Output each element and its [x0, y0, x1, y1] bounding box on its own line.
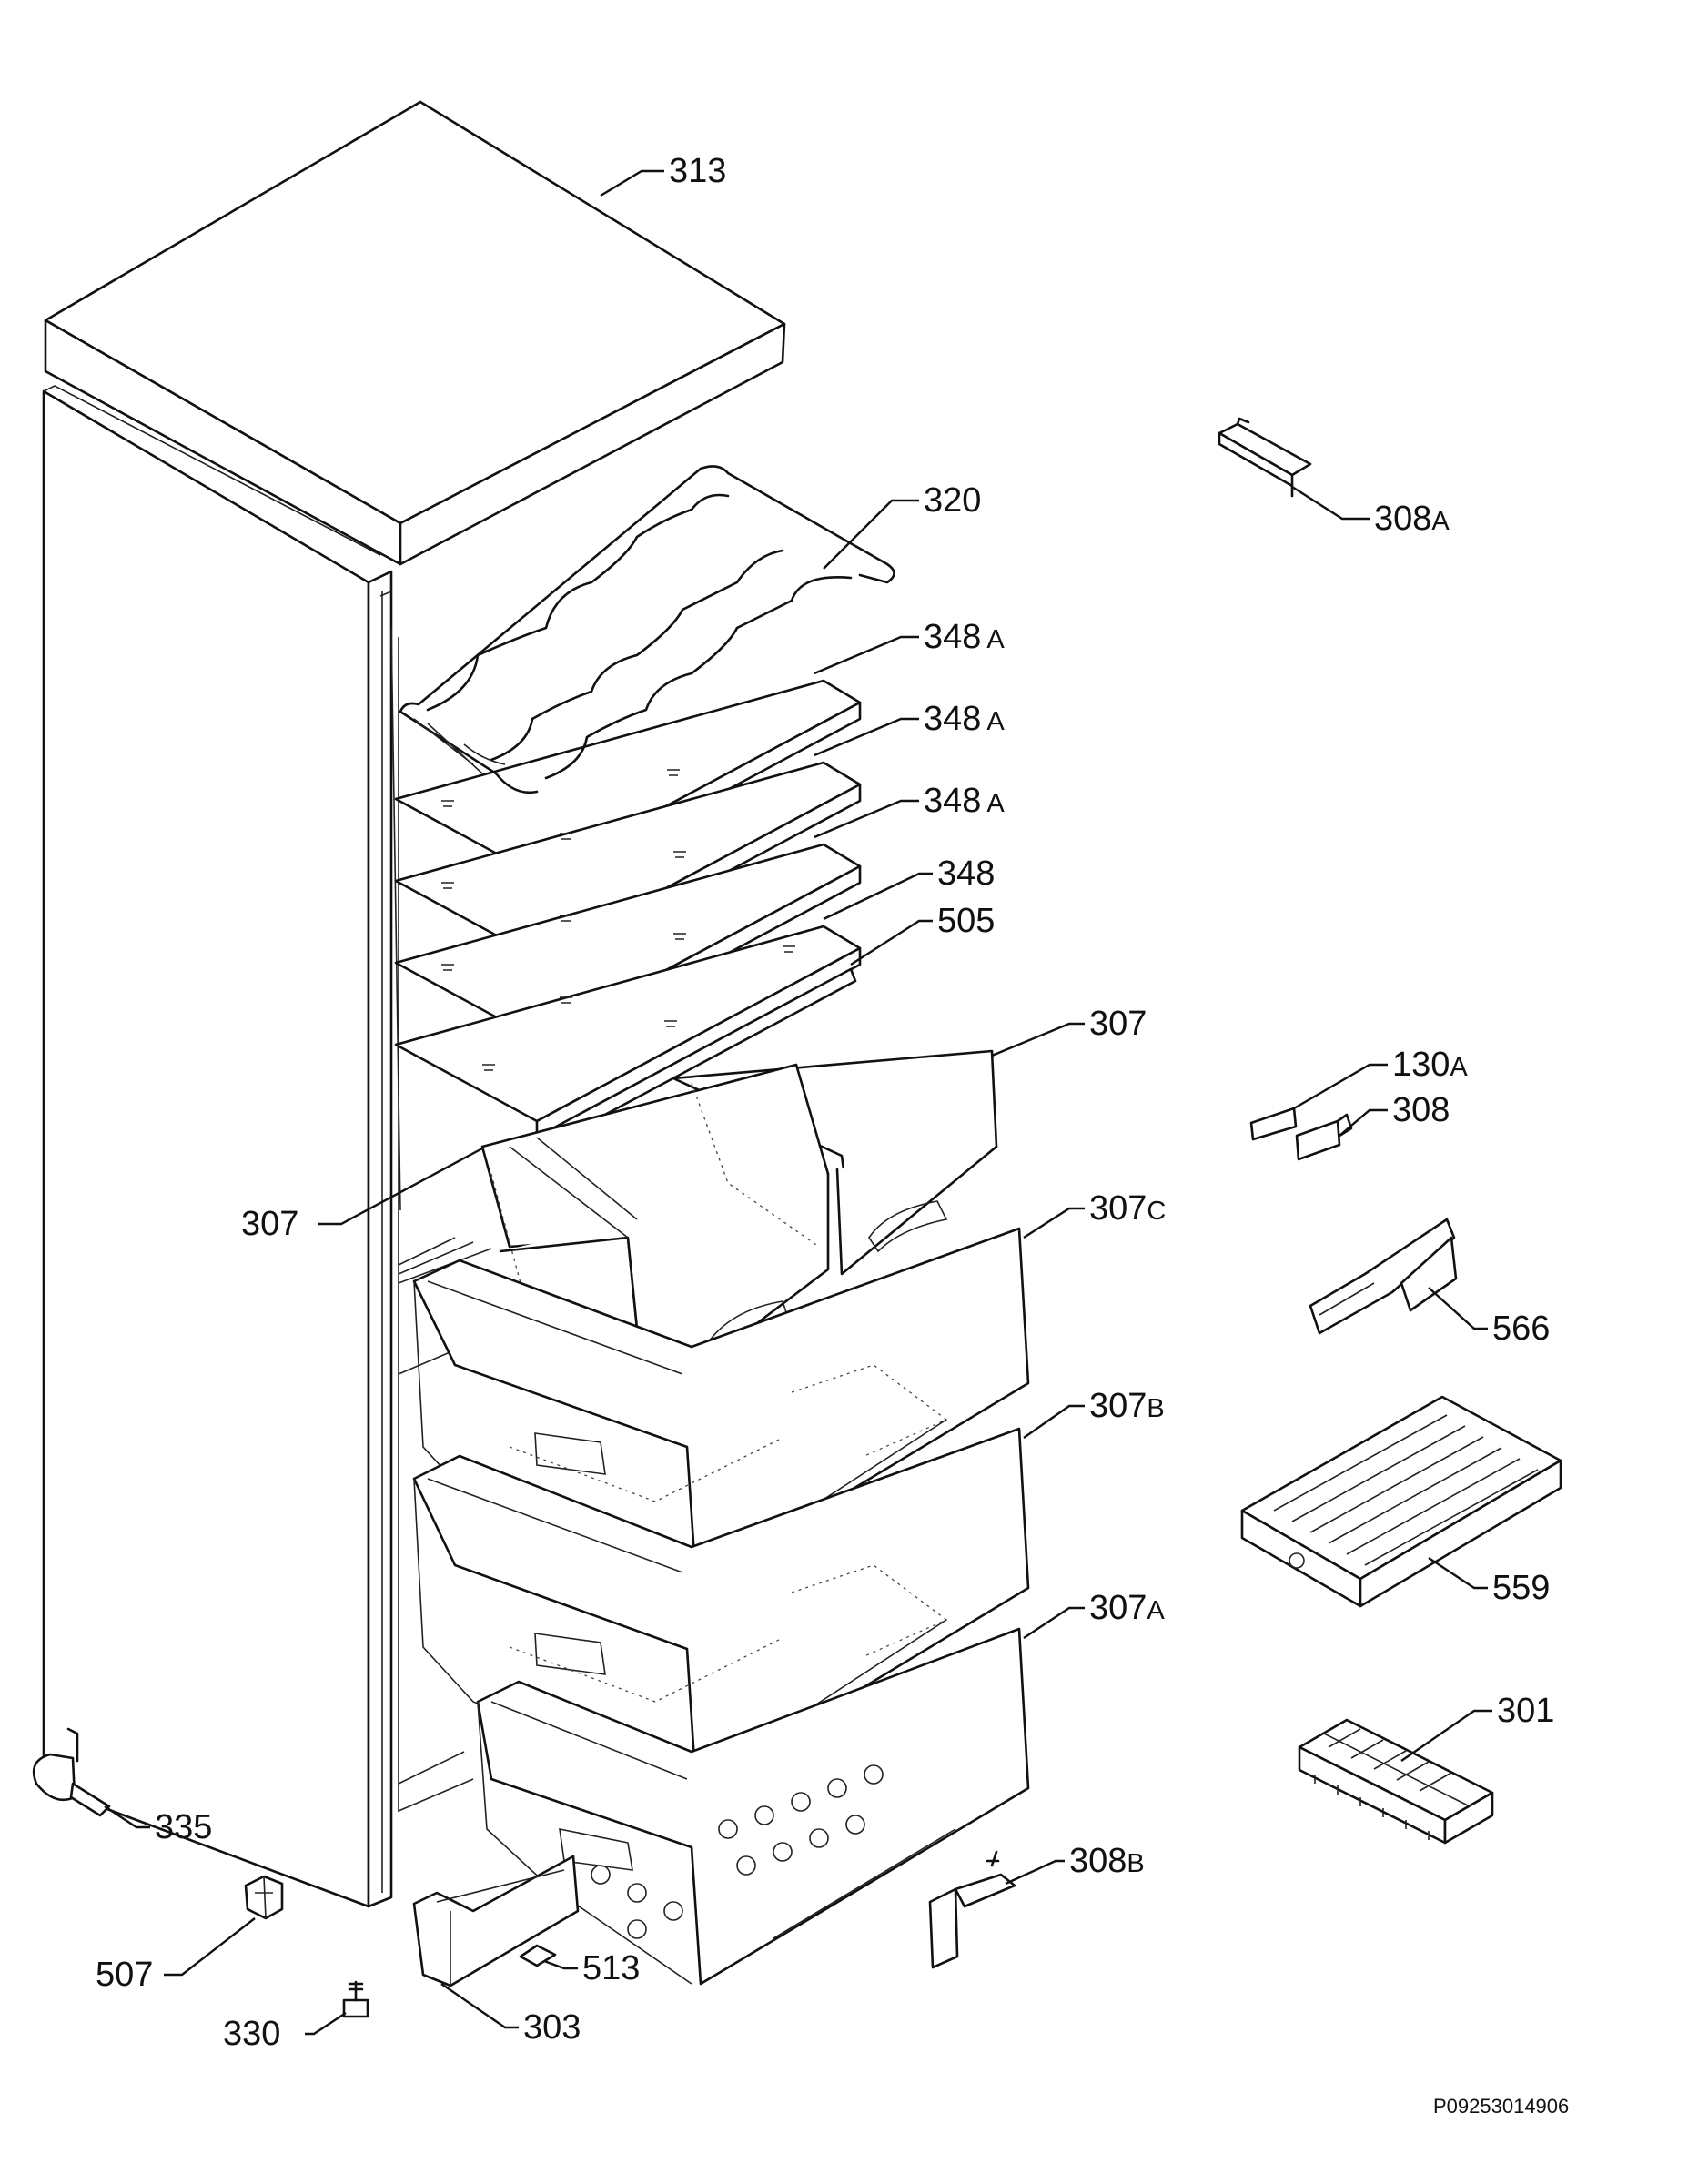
wine-rack [399, 465, 895, 794]
callout-513: 513 [582, 1949, 640, 1987]
leader-lines [104, 169, 1492, 2036]
callout-307b: 307B [1089, 1387, 1165, 1425]
callout-130a: 130A [1392, 1046, 1468, 1084]
callout-301: 301 [1497, 1692, 1554, 1730]
worktop [44, 100, 786, 566]
base-grille-303 [412, 1855, 580, 1987]
freezer-tray-559 [1240, 1395, 1562, 1608]
callout-307a: 307A [1089, 1589, 1165, 1627]
callout-335: 335 [155, 1808, 212, 1846]
hinge-335 [32, 1727, 111, 1817]
hinge-308b [928, 1850, 1016, 1969]
callout-307c: 307C [1089, 1189, 1166, 1228]
freezer-drawer-307a [476, 1627, 1030, 1986]
glass-shelves [394, 679, 862, 1147]
foot-330 [342, 1980, 369, 2018]
callout-330: 330 [223, 2015, 280, 2053]
hinge-308a [1218, 417, 1312, 498]
callout-308a: 308A [1374, 500, 1450, 538]
callout-303: 303 [523, 2008, 581, 2047]
ice-tray-301 [1298, 1718, 1494, 1845]
hinge-308 [1295, 1113, 1353, 1161]
callout-559: 559 [1492, 1569, 1550, 1607]
cabinet [42, 385, 492, 1908]
callout-507: 507 [96, 1956, 153, 1994]
bracket-507 [244, 1875, 284, 1920]
callout-566: 566 [1492, 1309, 1550, 1348]
callout-348: 348 [937, 854, 995, 893]
callout-505: 505 [937, 902, 995, 940]
callout-308b: 308B [1069, 1842, 1145, 1880]
scraper-566 [1309, 1218, 1458, 1335]
callout-313: 313 [669, 152, 726, 190]
callout-320: 320 [924, 481, 981, 520]
clip-513 [519, 1944, 557, 1967]
document-code: P09253014906 [1433, 2095, 1569, 2118]
callout-307-left: 307 [241, 1205, 298, 1243]
part-130a [1249, 1107, 1298, 1141]
callout-307-right: 307 [1089, 1005, 1147, 1043]
callout-308: 308 [1392, 1091, 1450, 1129]
